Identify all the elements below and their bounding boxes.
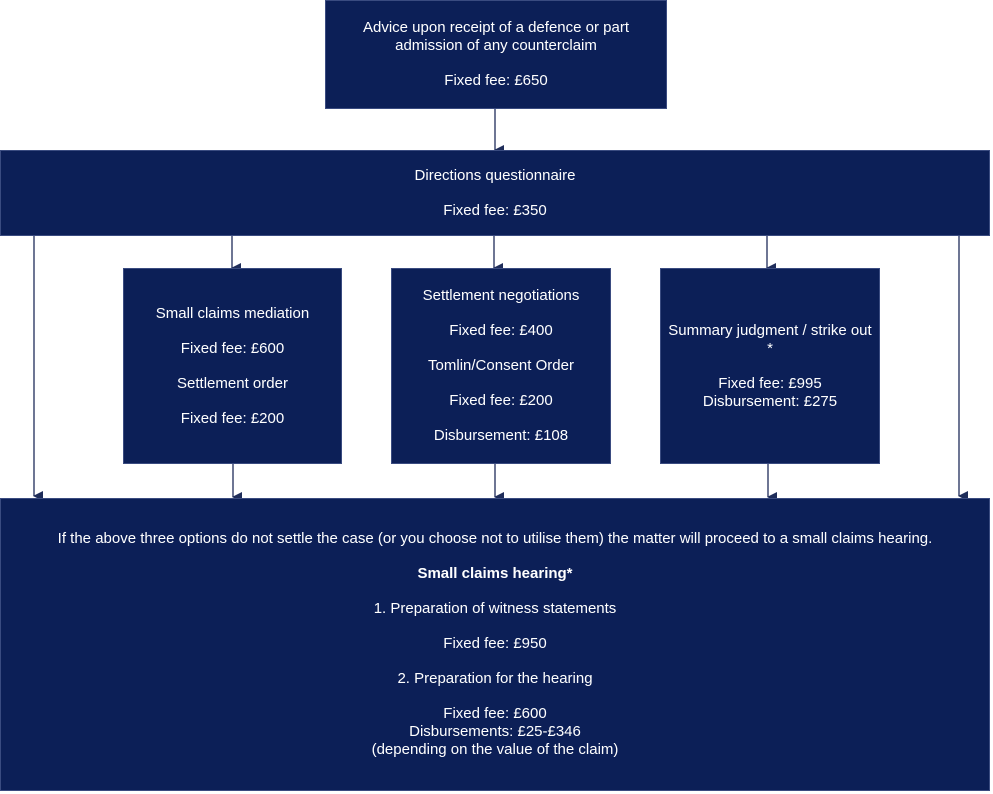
hearing-step2-note: (depending on the value of the claim) xyxy=(371,741,619,758)
advice-box: Advice upon receipt of a defence or part… xyxy=(325,0,667,109)
summary-fee: Fixed fee: £995 xyxy=(718,374,822,392)
negotiation-box: Settlement negotiations Fixed fee: £400 … xyxy=(391,268,611,464)
hearing-step1-fee: Fixed fee: £950 xyxy=(443,635,547,652)
summary-disbursement: Disbursement: £275 xyxy=(702,392,838,410)
hearing-step1: 1. Preparation of witness statements xyxy=(373,600,617,617)
hearing-intro: If the above three options do not settle… xyxy=(57,530,933,547)
hearing-box: If the above three options do not settle… xyxy=(0,498,990,791)
hearing-step2-disbursements: Disbursements: £25-£346 xyxy=(409,723,581,740)
advice-title: Advice upon receipt of a defence or part… xyxy=(362,19,629,54)
hearing-step2: 2. Preparation for the hearing xyxy=(397,670,593,687)
directions-title: Directions questionnaire xyxy=(414,166,576,184)
mediation-title: Small claims mediation xyxy=(155,304,310,322)
hearing-heading: Small claims hearing* xyxy=(417,565,573,582)
settlement-order-fee: Fixed fee: £200 xyxy=(180,409,285,427)
directions-box: Directions questionnaire Fixed fee: £350 xyxy=(0,150,990,236)
negotiation-fee: Fixed fee: £400 xyxy=(449,322,553,339)
consent-order-title: Tomlin/Consent Order xyxy=(428,357,574,374)
directions-fee: Fixed fee: £350 xyxy=(443,201,547,219)
negotiation-title: Settlement negotiations xyxy=(422,287,580,304)
negotiation-disbursement: Disbursement: £108 xyxy=(433,427,569,444)
mediation-fee: Fixed fee: £600 xyxy=(180,339,285,357)
consent-order-fee: Fixed fee: £200 xyxy=(449,392,553,409)
settlement-order-title: Settlement order xyxy=(177,374,288,392)
hearing-step2-fee: Fixed fee: £600 xyxy=(443,705,547,722)
summary-box: Summary judgment / strike out * Fixed fe… xyxy=(660,268,880,464)
mediation-box: Small claims mediation Fixed fee: £600 S… xyxy=(123,268,342,464)
summary-title: Summary judgment / strike out * xyxy=(668,321,872,357)
advice-fee: Fixed fee: £650 xyxy=(444,72,548,89)
